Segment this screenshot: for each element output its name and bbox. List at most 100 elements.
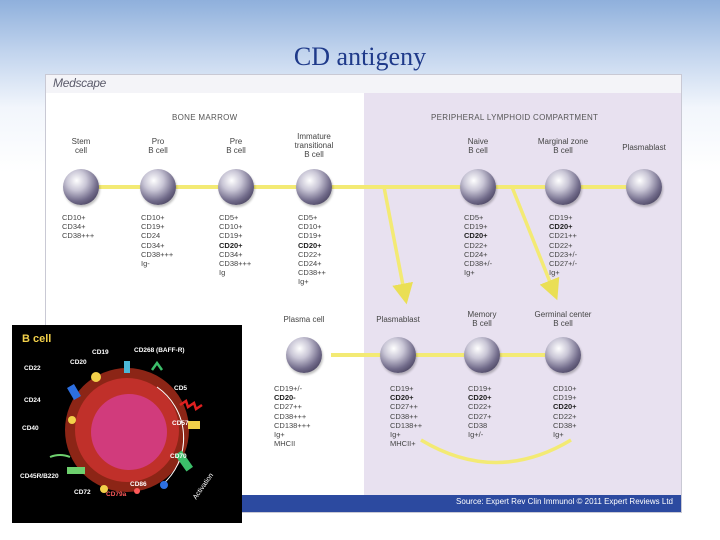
cd-marker: Ig+ bbox=[390, 430, 401, 440]
cd70-receptor bbox=[174, 450, 194, 472]
flow-memory-loop bbox=[420, 438, 572, 465]
marker-list: CD10+CD34+CD38+++ bbox=[62, 213, 94, 241]
cd-marker: CD38+/- bbox=[464, 259, 493, 269]
inset-marker-label: CD57 bbox=[172, 420, 189, 427]
cd45r-receptor bbox=[67, 467, 85, 474]
cd-marker: CD138+++ bbox=[274, 420, 311, 430]
cd-marker: CD19+ bbox=[464, 222, 488, 232]
cd-marker: CD38+++ bbox=[141, 249, 174, 259]
cell-bottom_row-1 bbox=[380, 337, 416, 373]
marker-list: CD19+/-CD20-CD27++CD38+++CD138+++Ig+MHCI… bbox=[274, 384, 311, 448]
cd-marker: CD10+ bbox=[553, 384, 577, 393]
cd-marker: CD34+ bbox=[62, 222, 86, 232]
cd24-receptor bbox=[68, 416, 76, 424]
cell-label-line: Plasmablast bbox=[376, 315, 420, 324]
nucleus bbox=[91, 394, 167, 470]
cd-marker: CD5+ bbox=[464, 213, 484, 222]
cd-marker: CD10+ bbox=[298, 222, 322, 232]
cd-marker: MHCII bbox=[274, 439, 296, 449]
cd-marker: CD20+ bbox=[390, 393, 414, 403]
cd-marker: CD27++ bbox=[274, 402, 302, 412]
cd-marker: CD38 bbox=[468, 420, 488, 430]
cd-marker: MHCII+ bbox=[390, 439, 416, 449]
cd-marker: Ig bbox=[219, 268, 226, 278]
cd-marker: CD20+ bbox=[219, 240, 243, 250]
marker-list: CD5+CD10+CD19+CD20+CD22+CD24+CD38++Ig+ bbox=[298, 213, 326, 287]
cd-marker: CD19+ bbox=[390, 384, 414, 393]
inset-marker-label: CD268 (BAFF-R) bbox=[134, 347, 185, 354]
cell-bottom_row-3 bbox=[545, 337, 581, 373]
b-cell-development-figure: Medscape BONE MARROW PERIPHERAL LYMPHOID… bbox=[45, 74, 682, 513]
cd-marker: CD19+/- bbox=[274, 384, 303, 393]
marker-list: CD5+CD10+CD19+CD20+CD34+CD38+++Ig bbox=[219, 213, 251, 277]
cell-label-line: Plasma cell bbox=[283, 315, 325, 324]
cell-label-line: Germinal center bbox=[534, 310, 592, 319]
inset-marker-label: CD5 bbox=[174, 385, 188, 392]
inset-marker-label: CD20 bbox=[70, 359, 87, 366]
cell-top_row-4 bbox=[460, 169, 496, 205]
cd-marker: Ig+ bbox=[549, 268, 560, 278]
cell-label: Plasmablast bbox=[622, 143, 666, 152]
cd-marker: CD20+ bbox=[553, 402, 577, 412]
cd-marker: Ig+ bbox=[553, 430, 564, 440]
cd-marker: CD22+ bbox=[468, 402, 492, 412]
cd22-receptor bbox=[67, 383, 81, 401]
cd-marker: CD5+ bbox=[298, 213, 318, 222]
cd-marker: CD22+ bbox=[464, 240, 488, 250]
cd20-receptor bbox=[91, 372, 101, 382]
cd-marker: CD19+ bbox=[553, 393, 577, 403]
cd-marker: CD34+ bbox=[141, 240, 165, 250]
cd-marker: CD38+ bbox=[553, 420, 577, 430]
cd-marker: CD38+++ bbox=[219, 259, 252, 269]
cell-label-line: B cell bbox=[553, 146, 573, 155]
inset-marker-label: CD40 bbox=[22, 425, 39, 432]
cd-marker: CD22+ bbox=[549, 240, 573, 250]
cd-marker: CD20+ bbox=[464, 231, 488, 241]
cd-marker: CD21++ bbox=[549, 231, 577, 241]
cd-marker: CD20+ bbox=[468, 393, 492, 403]
cd-marker: Ig+ bbox=[298, 277, 309, 287]
inset-marker-label: CD22 bbox=[24, 365, 41, 372]
cd-marker: CD24+ bbox=[298, 259, 322, 269]
cell-label-line: cell bbox=[74, 146, 88, 155]
cd-marker: CD24+ bbox=[464, 249, 488, 259]
cd72-receptor bbox=[100, 485, 108, 493]
cell-top_row-0 bbox=[63, 169, 99, 205]
peripheral-label: PERIPHERAL LYMPHOID COMPARTMENT bbox=[431, 113, 599, 122]
cd-marker: CD19+ bbox=[549, 213, 573, 222]
cd86-receptor bbox=[160, 481, 168, 489]
cd-marker: CD10+ bbox=[141, 213, 165, 222]
inset-marker-label: CD19 bbox=[92, 349, 109, 356]
cd5-receptor bbox=[179, 399, 203, 411]
cell-top_row-2 bbox=[218, 169, 254, 205]
cd-marker: CD24 bbox=[141, 231, 161, 241]
cell-top_row-1 bbox=[140, 169, 176, 205]
cd268-receptor bbox=[150, 360, 164, 371]
cd40-receptor bbox=[49, 454, 71, 458]
cd-marker: CD34+ bbox=[219, 249, 243, 259]
inset-marker-label: CD86 bbox=[130, 481, 147, 488]
cell-label-line: Pro bbox=[151, 137, 165, 146]
cell-label-line: Pre bbox=[229, 137, 243, 146]
cd-marker: Ig+ bbox=[274, 430, 285, 440]
cell-label-line: B cell bbox=[148, 146, 168, 155]
cd-marker: CD27+ bbox=[468, 411, 492, 421]
cell-label-line: B cell bbox=[472, 319, 492, 328]
inset-marker-label: CD70 bbox=[170, 453, 187, 460]
cell-label-line: Stem bbox=[71, 137, 91, 146]
cd-marker: CD5+ bbox=[219, 213, 239, 222]
marker-list: CD10+CD19+CD20+CD22+CD38+Ig+ bbox=[553, 384, 577, 439]
cell-label-line: transitional bbox=[294, 141, 334, 150]
cell-label-line: B cell bbox=[553, 319, 573, 328]
cd-marker: CD38++ bbox=[298, 268, 326, 278]
source-citation: Source: Expert Rev Clin Immunol © 2011 E… bbox=[456, 497, 673, 506]
cell-top_row-6 bbox=[626, 169, 662, 205]
cell-label-line: Memory bbox=[467, 310, 497, 319]
